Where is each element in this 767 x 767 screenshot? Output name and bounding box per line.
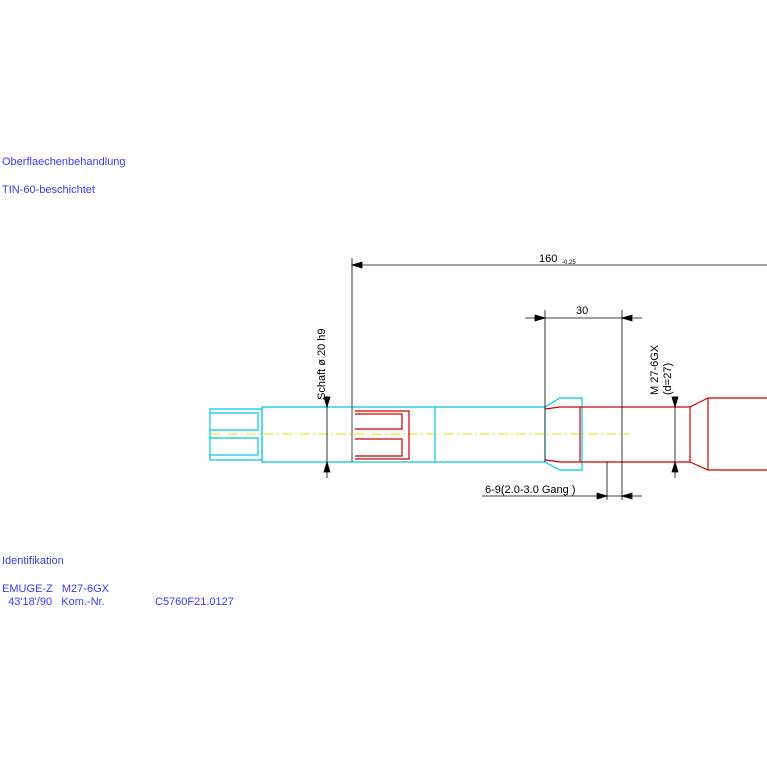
dim-shank-diameter-label: Schaft ø 20 h9 [316,328,328,400]
dim-overall-length-value: 160 [539,253,557,265]
shank-section-lines [351,407,546,462]
dim-thread-length [525,310,642,407]
identification-line-1: EMUGE-Z M27-6GX [2,583,109,595]
dim-overall-length-tolerance: -0.25 [562,260,576,266]
surface-treatment-heading: Oberflaechenbehandlung [2,156,126,168]
dim-shank-diameter [323,396,331,478]
surface-treatment-value: TIN-60-beschichtet [2,184,95,196]
dim-thread-length-value: 30 [576,305,588,317]
dim-chamfer [482,407,642,500]
dim-overall-length [350,258,767,407]
identification-line-2: 43'18'/90 Kom.-Nr. [2,596,105,608]
dim-thread-diameter [671,396,679,478]
identification-heading: Identifikation [2,555,64,567]
dim-thread-d-label: (d=27) [662,363,674,395]
drive-square-outline [355,410,410,460]
dim-thread-label: M 27-6GX [649,344,661,395]
identification-number: C5760F21.0127 [155,596,234,608]
thread-outline [544,397,767,471]
dim-chamfer-label: 6-9(2.0-3.0 Gang ) [485,484,576,496]
